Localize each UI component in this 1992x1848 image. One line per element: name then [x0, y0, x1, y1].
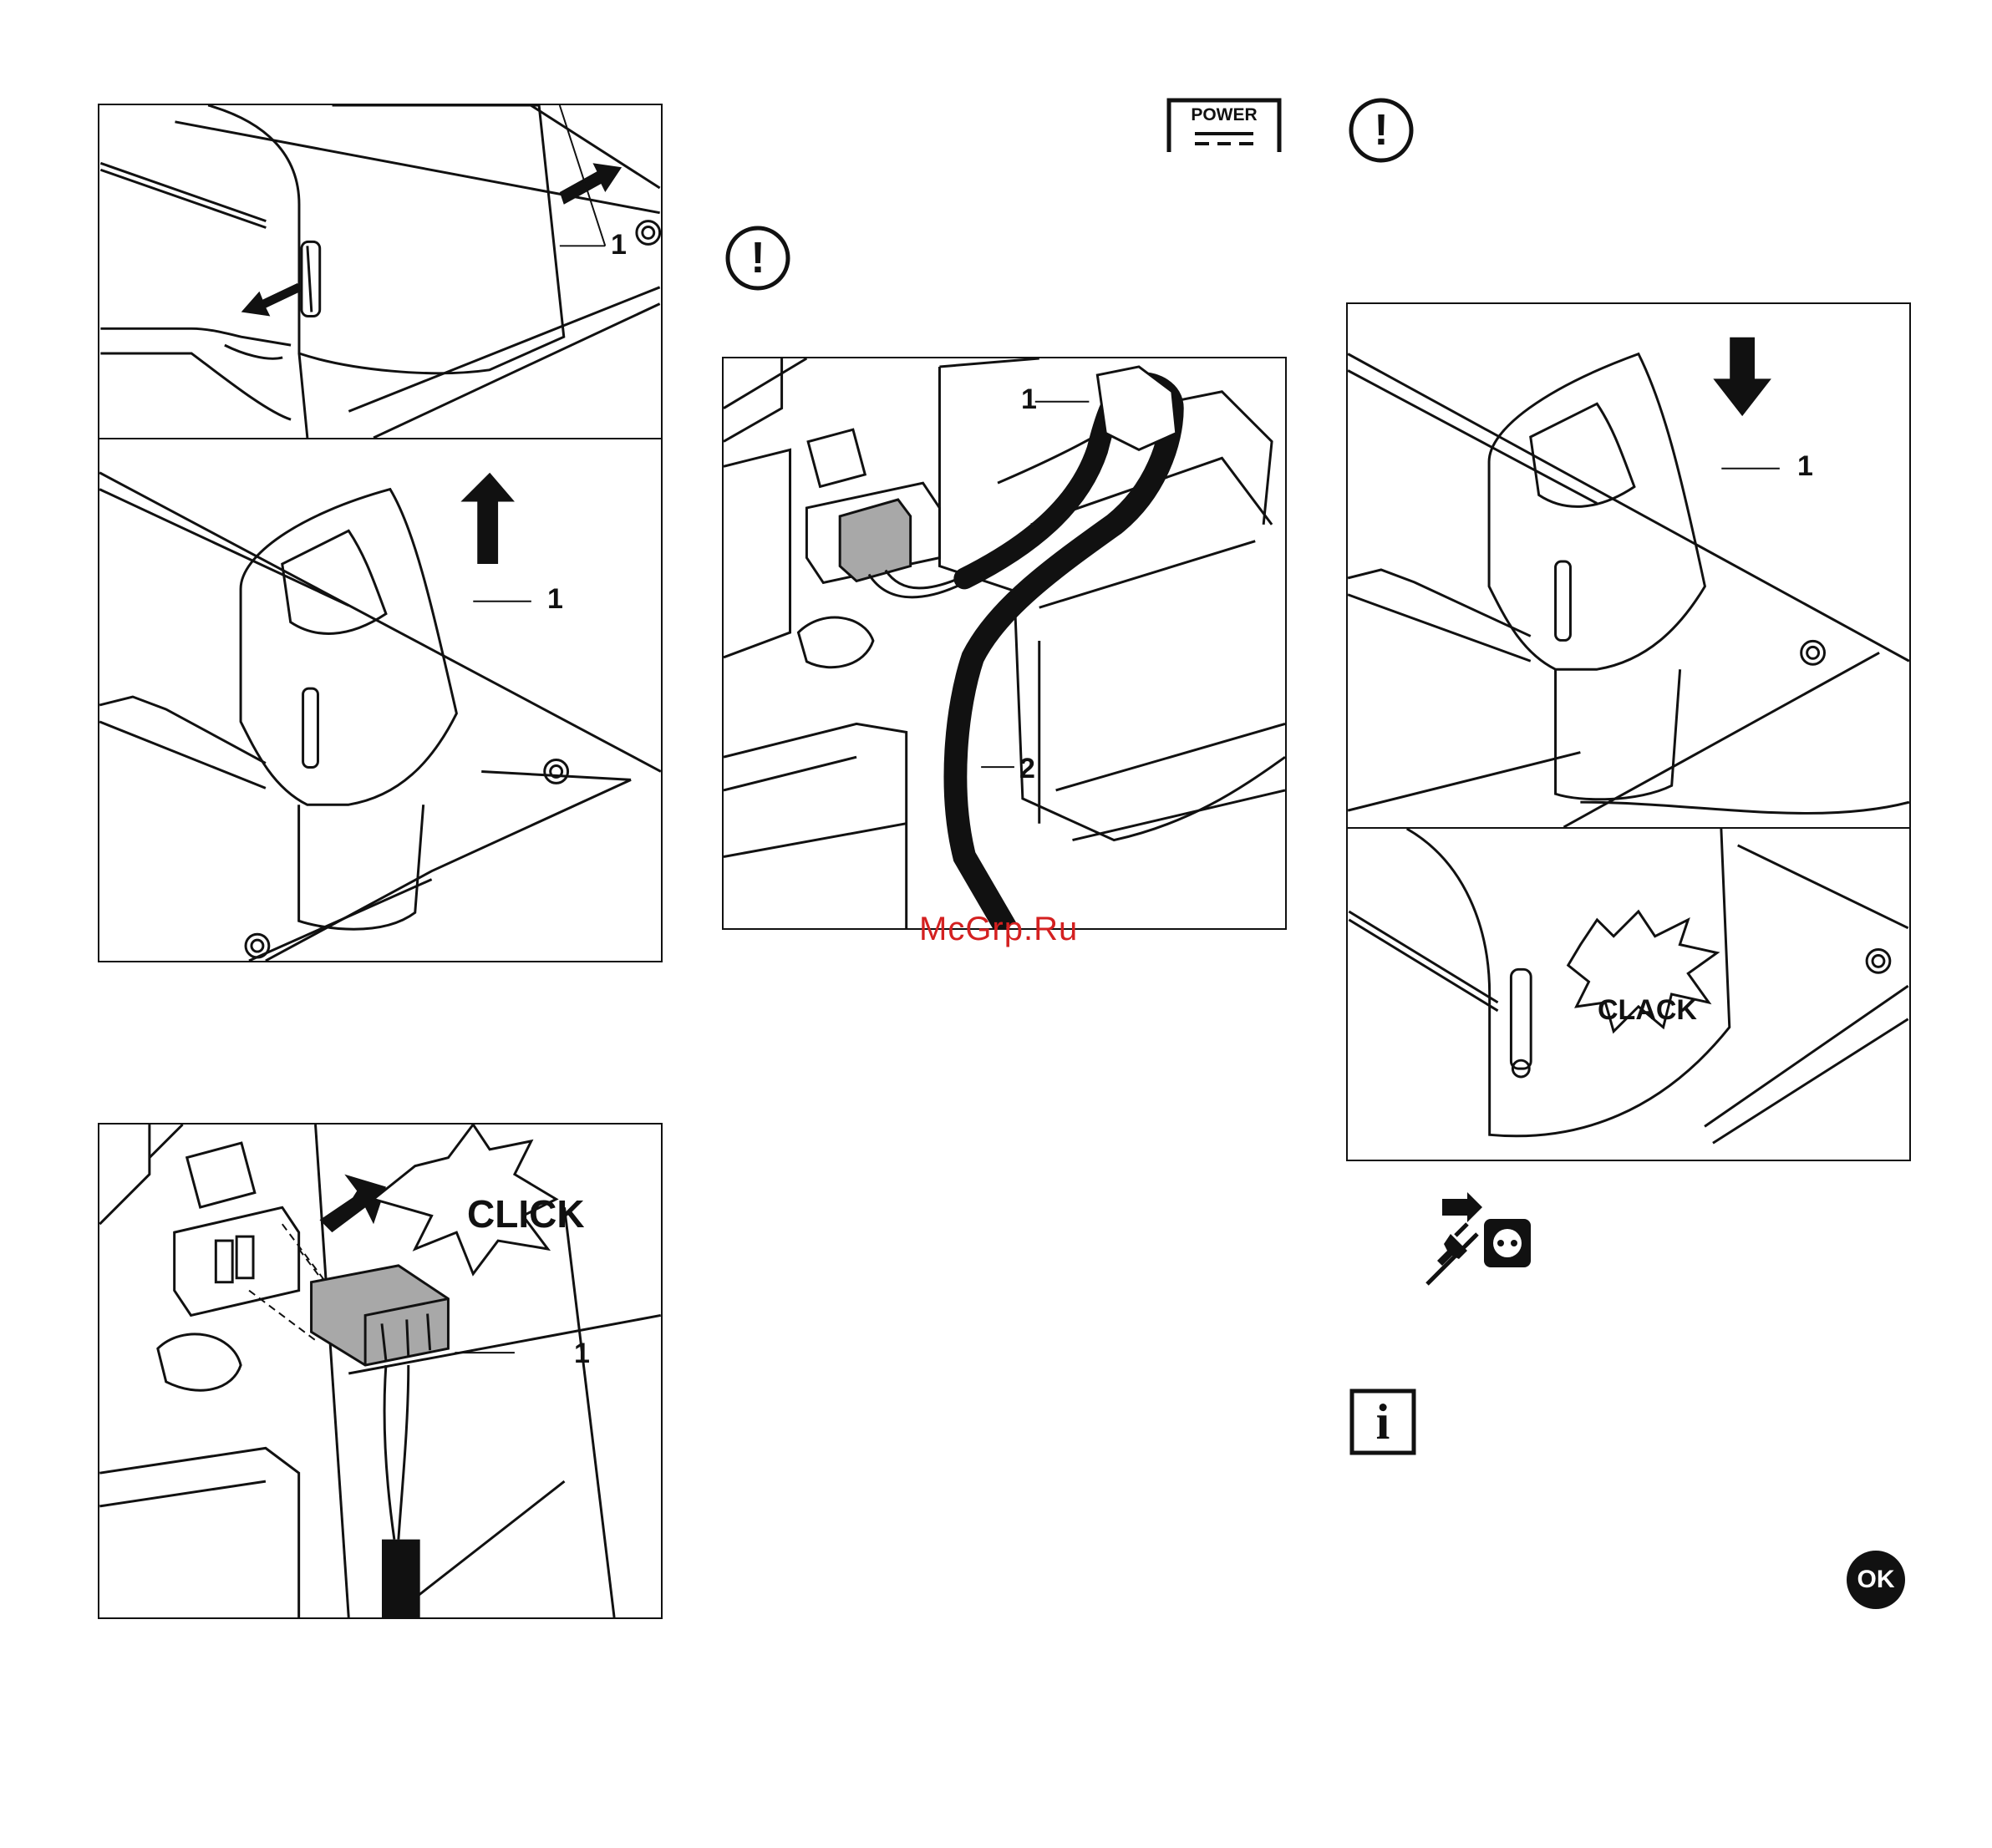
callout-1: 1 — [611, 229, 627, 261]
warning-icon: ! — [724, 225, 791, 292]
callout-1: 1 — [547, 583, 563, 616]
illustration-connector-insert: CLICK 1 — [98, 1123, 663, 1619]
unplug-mains-icon — [1425, 1192, 1532, 1286]
lift-cover-drawing — [99, 439, 661, 961]
power-symbol: POWER — [1166, 97, 1283, 155]
open-cover-drawing — [99, 105, 661, 438]
clack-label: CLACK — [1598, 994, 1697, 1027]
callout-1: 1 — [1797, 450, 1813, 483]
watermark: McGrp.Ru — [919, 911, 1078, 948]
click-label: CLICK — [467, 1191, 585, 1236]
info-mark: i — [1349, 1394, 1416, 1450]
callout-1: 1 — [1021, 383, 1037, 416]
illustration-cable-routing: 1 2 — [722, 357, 1287, 930]
illustration-lift-cover: 1 — [98, 438, 663, 962]
lower-cover-drawing — [1348, 304, 1909, 827]
illustration-cover-closed: CLACK — [1346, 827, 1911, 1161]
power-label: POWER — [1166, 105, 1283, 125]
ok-label: OK — [1847, 1551, 1905, 1609]
illustration-lower-cover: 1 — [1346, 302, 1911, 829]
callout-1: 1 — [574, 1338, 590, 1370]
callout-2: 2 — [1019, 753, 1035, 785]
cable-routing-drawing — [724, 358, 1285, 928]
ok-icon: OK — [1847, 1551, 1905, 1609]
info-icon: i — [1349, 1389, 1416, 1455]
warning-mark: ! — [1348, 105, 1415, 155]
illustration-open-cover: 1 — [98, 104, 663, 439]
warning-icon: ! — [1348, 97, 1415, 164]
warning-mark: ! — [724, 233, 791, 283]
